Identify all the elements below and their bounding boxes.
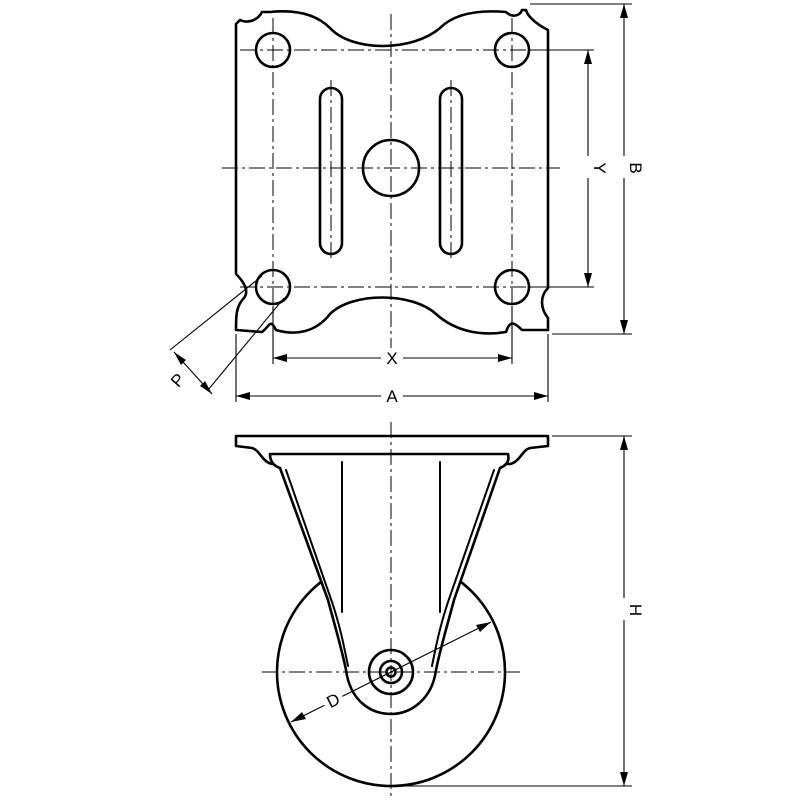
dimension-arrow-h-bottom (620, 772, 628, 786)
dimension-arrow-p-upper (174, 352, 186, 365)
dimension-arrow-b-top (620, 4, 628, 18)
dimension-label-p: P (167, 370, 189, 391)
side-view: H D (234, 422, 645, 796)
dimension-arrow-d-upper (476, 622, 491, 632)
dimension-arrow-y-top (584, 50, 592, 64)
dimension-arrow-p-lower (200, 381, 212, 394)
dimension-arrow-x-left (273, 354, 287, 362)
dimension-arrow-h-top (620, 436, 628, 450)
fork-inner-edge-left (285, 469, 349, 667)
fork-inner-edge-right (431, 469, 495, 667)
dimension-arrow-a-right (534, 392, 548, 400)
dimension-line-d (290, 621, 492, 723)
dimension-arrow-d-lower (291, 712, 306, 722)
dimension-arrow-x-right (498, 354, 512, 362)
top-view: X A Y B P (167, 3, 645, 406)
dimension-label-a: A (386, 387, 398, 406)
dimension-label-x: X (386, 349, 397, 368)
dimension-arrow-y-bottom (584, 273, 592, 287)
dimension-label-b: B (626, 162, 645, 173)
dimension-arrow-a-left (236, 392, 250, 400)
dimension-arrow-b-bottom (620, 320, 628, 334)
dimension-label-y: Y (590, 162, 609, 173)
extension-line-p-upper (169, 275, 263, 351)
extension-line-p-lower (207, 297, 285, 391)
dimension-label-h: H (626, 604, 645, 616)
